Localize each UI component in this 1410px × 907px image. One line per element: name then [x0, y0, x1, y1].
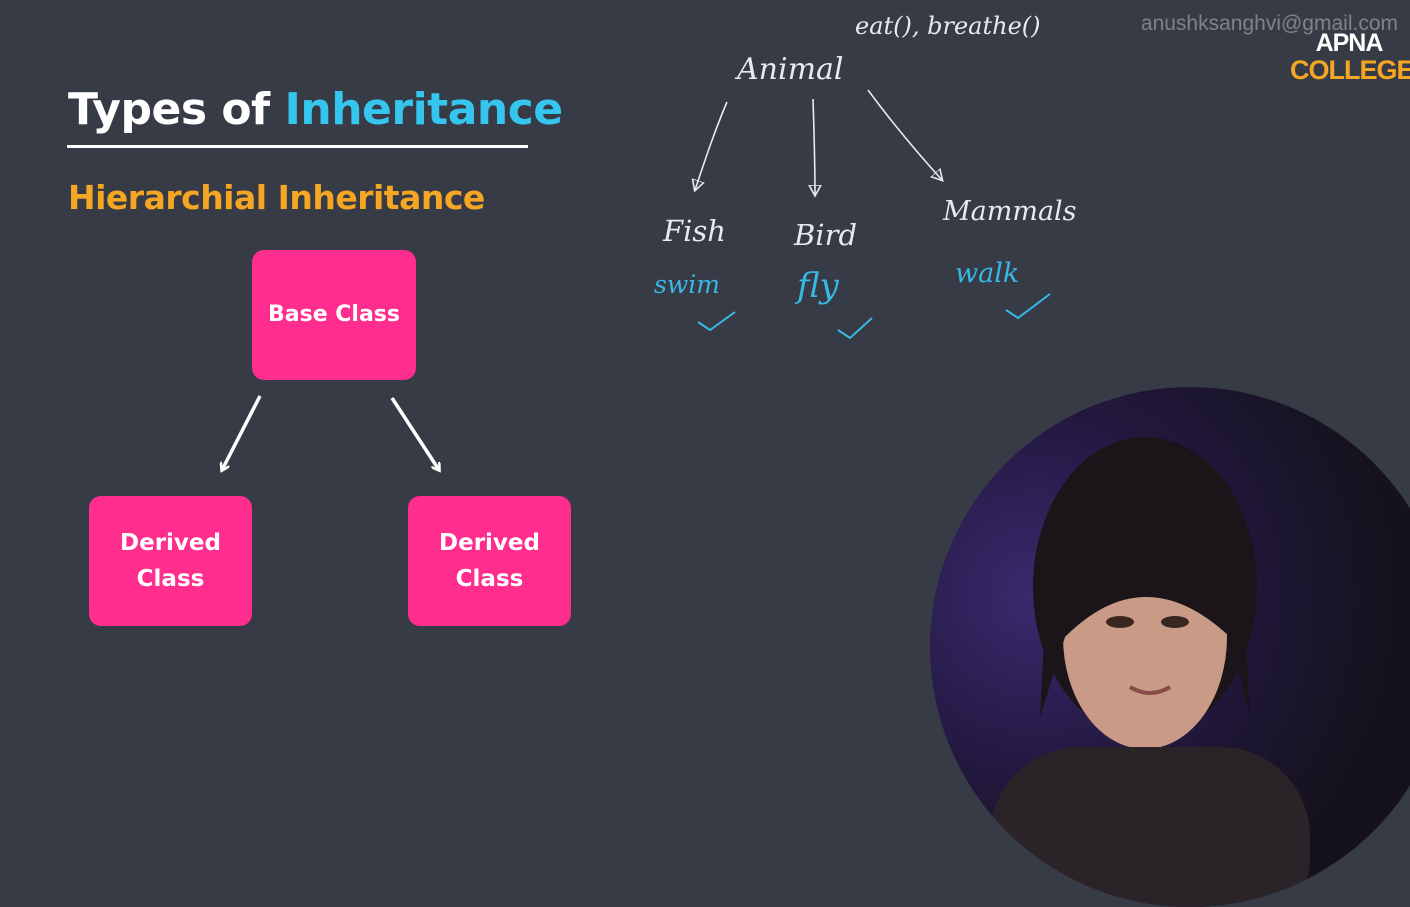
hand-arrow-mammals — [867, 89, 942, 180]
hand-methods: eat(), breathe() — [855, 12, 1041, 40]
arrow-to-left-derived — [222, 395, 262, 470]
hand-arrow-bird — [813, 98, 815, 195]
slide-title: Types of Inheritance — [68, 84, 563, 135]
hand-child-bird: Bird — [794, 218, 858, 252]
base-class-label: Base Class — [267, 302, 400, 327]
hand-arrow-fish — [695, 101, 728, 190]
check-swim — [697, 311, 736, 332]
email-watermark: anushksanghvi@gmail.com — [1140, 12, 1398, 35]
check-walk — [1005, 293, 1051, 320]
channel-logo: APNA COLLEGE — [1290, 29, 1410, 85]
hand-ability-walk: walk — [955, 258, 1020, 289]
logo-line-2: COLLEGE — [1290, 55, 1410, 85]
derived-class-label-left: Derived Class — [120, 530, 221, 592]
hand-root-animal: Animal — [737, 52, 844, 87]
hand-ability-fly: fly — [797, 266, 839, 306]
arrow-to-right-derived — [390, 397, 439, 470]
subtitle: Hierarchial Inheritance — [68, 178, 485, 217]
title-underline — [67, 145, 528, 148]
title-plain: Types of — [68, 84, 285, 135]
derived-class-label-right: Derived Class — [439, 530, 540, 592]
title-accent: Inheritance — [284, 84, 564, 135]
derived-class-box-right: Derived Class — [408, 496, 571, 626]
hand-child-fish: Fish — [663, 214, 726, 248]
logo-line-1: APNA — [1315, 29, 1384, 57]
hand-ability-swim: swim — [654, 270, 720, 299]
arrow-layer — [0, 89, 1051, 725]
hand-child-mammals: Mammals — [943, 196, 1077, 227]
derived-class-box-left: Derived Class — [89, 496, 252, 626]
base-class-box: Base Class — [252, 250, 416, 380]
check-fly — [837, 317, 873, 340]
